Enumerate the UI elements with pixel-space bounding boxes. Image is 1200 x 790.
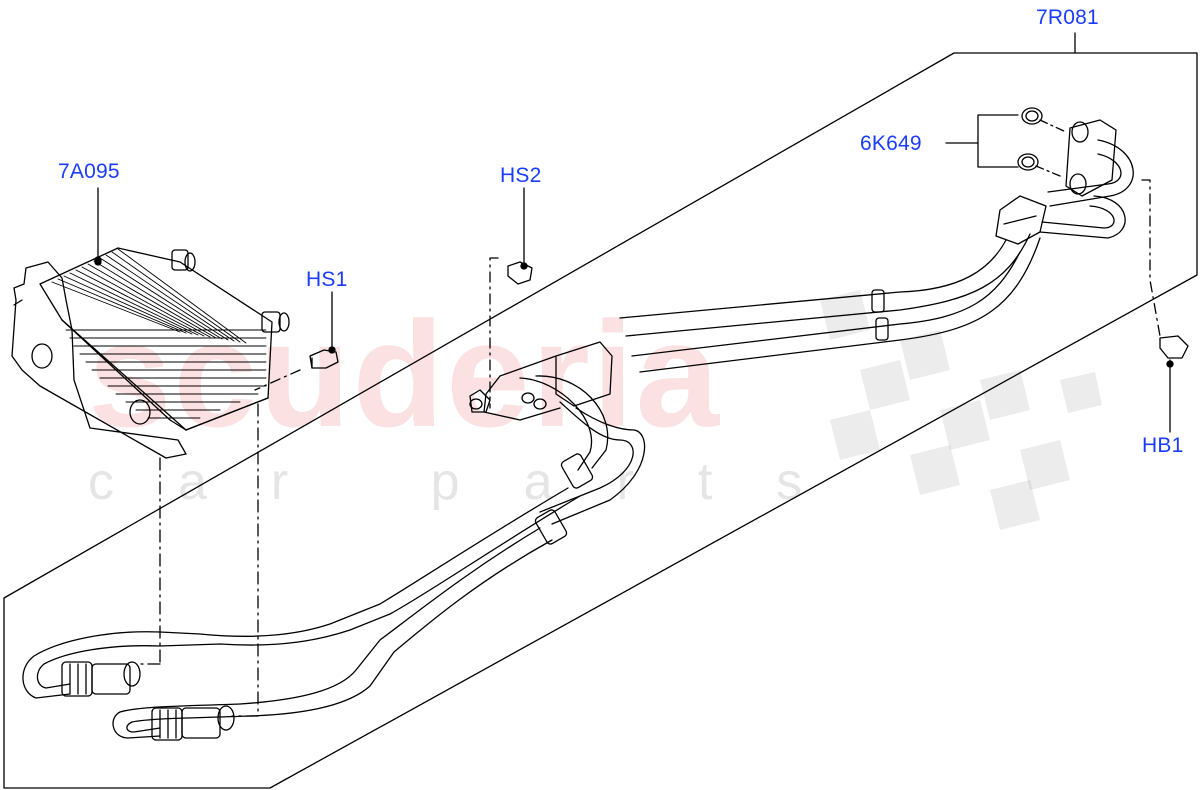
- leader-7a095: [94, 187, 102, 264]
- alignment-dashes: [135, 403, 259, 717]
- callout-hb1: HB1: [1142, 434, 1184, 457]
- assembly-outline: [3, 52, 1198, 789]
- callout-hs1: HS1: [306, 268, 348, 291]
- bolt-hb1: [1141, 179, 1189, 433]
- callout-hs2: HS2: [500, 164, 542, 187]
- callout-7a095: 7A095: [58, 160, 120, 183]
- cooler-pipe-assembly-7r081: [22, 119, 1134, 741]
- screw-hs1: [254, 291, 339, 391]
- callout-7r081: 7R081: [1036, 6, 1099, 29]
- o-rings-6k649: [945, 107, 1067, 177]
- callout-6k649: 6K649: [860, 132, 922, 155]
- oil-cooler-7a095: [11, 247, 290, 459]
- screw-hs2: [489, 187, 533, 409]
